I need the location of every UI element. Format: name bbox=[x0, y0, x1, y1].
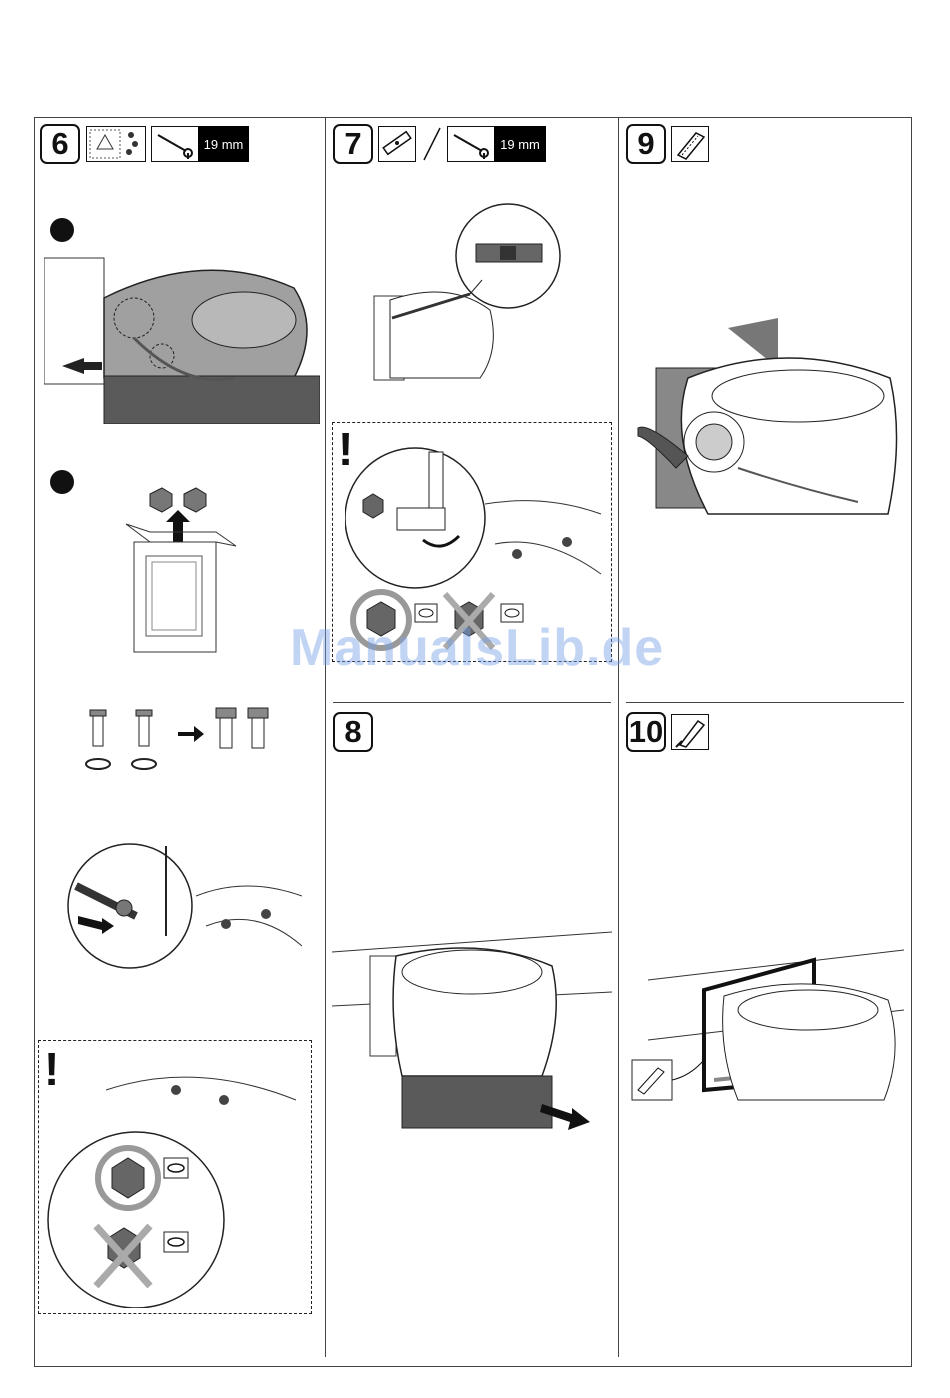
toilet-installation-illustration bbox=[44, 248, 320, 424]
substep-a-marker bbox=[50, 218, 74, 242]
remove-support-illustration bbox=[332, 926, 612, 1136]
step-8-number: 8 bbox=[333, 712, 373, 752]
step-6-number: 6 bbox=[40, 124, 80, 164]
wrench-icon bbox=[447, 126, 495, 162]
tool-size-label-6: 19 mm bbox=[198, 126, 249, 162]
silicone-seal-illustration bbox=[628, 940, 904, 1110]
substep-b-marker bbox=[50, 470, 74, 494]
top-rule bbox=[34, 117, 912, 118]
nuts-from-box-illustration bbox=[120, 480, 240, 656]
col-divider-right bbox=[911, 117, 912, 1366]
watermark: ManualsLib.de bbox=[290, 618, 664, 678]
correct-incorrect-nut-detail-6 bbox=[46, 1050, 308, 1308]
col-divider-left bbox=[34, 117, 35, 1366]
col-divider-2 bbox=[618, 117, 619, 1357]
or-separator bbox=[422, 126, 442, 162]
step-10-number: 10 bbox=[626, 712, 666, 752]
step-divider-7-8 bbox=[333, 702, 611, 703]
bottom-rule bbox=[34, 1366, 912, 1367]
wrench-icon bbox=[151, 126, 199, 162]
spirit-level-icon bbox=[378, 126, 416, 162]
cutter-knife-icon bbox=[671, 126, 709, 162]
tool-size-label-7: 19 mm bbox=[494, 126, 546, 162]
level-check-illustration bbox=[370, 200, 566, 384]
silicone-gun-icon bbox=[671, 714, 709, 750]
col-divider-1 bbox=[325, 117, 326, 1357]
trim-insulation-illustration bbox=[628, 318, 904, 520]
components-icon bbox=[86, 126, 146, 162]
screw-insertion-detail bbox=[66, 836, 302, 976]
screws-with-washers-illustration bbox=[80, 704, 280, 774]
step-divider-9-10 bbox=[626, 702, 904, 703]
step-7-number: 7 bbox=[333, 124, 373, 164]
step-9-number: 9 bbox=[626, 124, 666, 164]
